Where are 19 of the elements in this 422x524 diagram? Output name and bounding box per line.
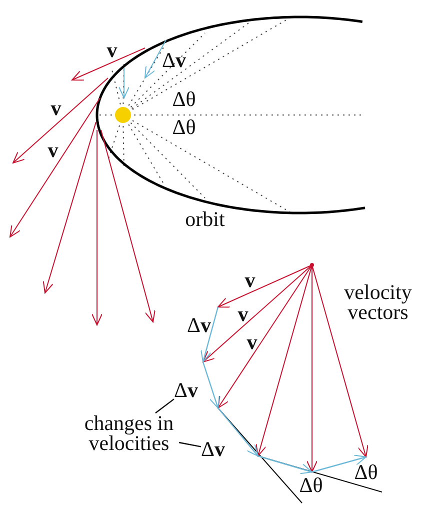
leader-line bbox=[178, 442, 202, 448]
text-label: orbit bbox=[185, 209, 225, 229]
symbol-label: Δv bbox=[201, 439, 225, 459]
vector-label: v bbox=[246, 332, 258, 352]
symbol-label: Δv bbox=[187, 315, 211, 335]
vector-label: v bbox=[238, 304, 248, 324]
vector-label: v bbox=[50, 98, 62, 118]
symbol-label: Δθ bbox=[172, 89, 196, 109]
callout-text: changes in velocities bbox=[79, 413, 179, 453]
symbol-label: Δθ bbox=[299, 475, 323, 495]
vector-label: v bbox=[244, 270, 256, 290]
symbol-label: Δθ bbox=[354, 462, 378, 482]
vector-label: v bbox=[48, 140, 58, 160]
vector-label: v bbox=[106, 40, 118, 60]
leader-line bbox=[155, 398, 174, 414]
symbol-label: Δθ bbox=[172, 117, 196, 137]
symbol-label: Δv bbox=[174, 380, 198, 400]
symbol-label: Δv bbox=[162, 50, 186, 70]
text-label: velocity vectors bbox=[343, 282, 413, 322]
